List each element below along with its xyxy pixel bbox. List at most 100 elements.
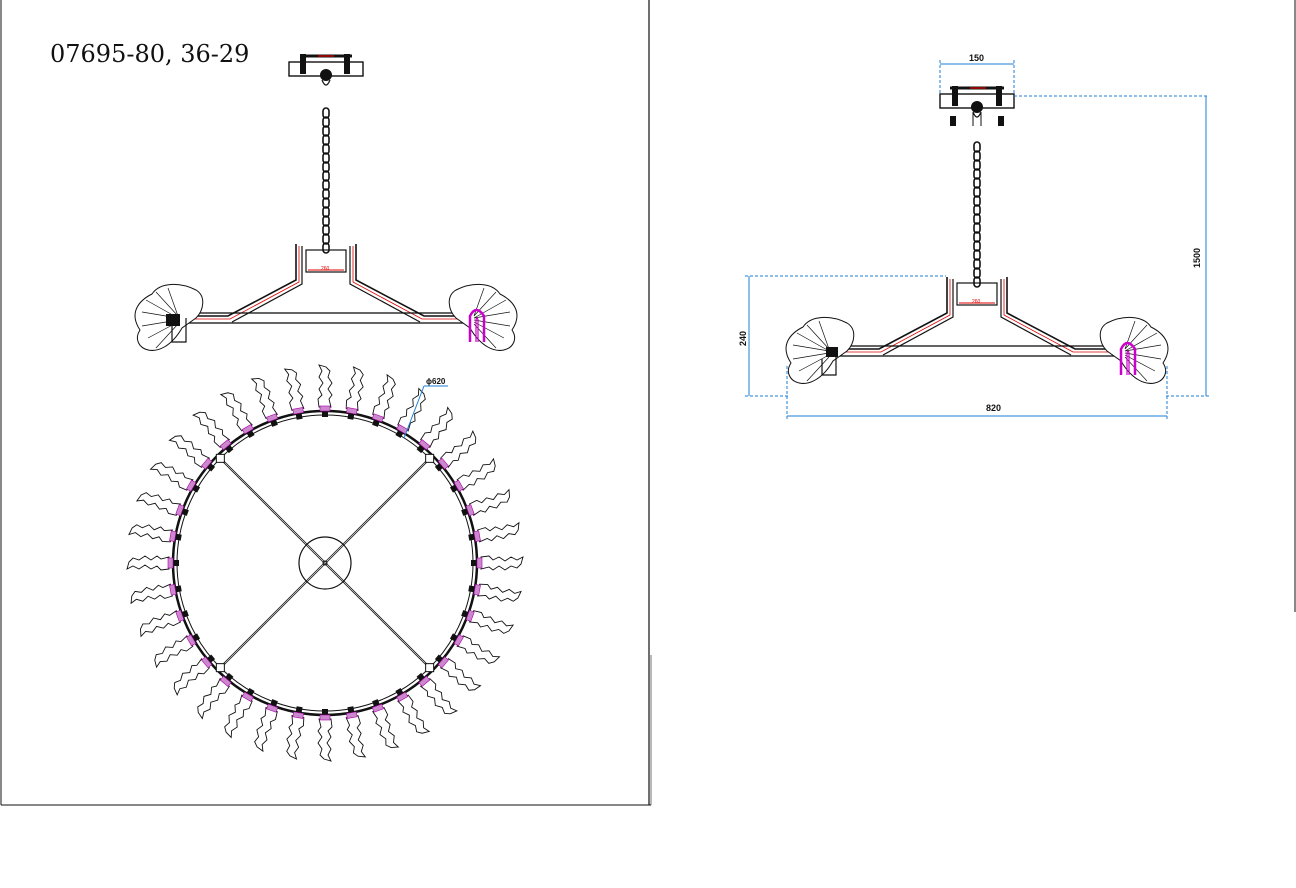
chain-link <box>322 179 330 191</box>
leaf-left <box>785 317 855 384</box>
dimension-lines <box>745 60 1210 420</box>
center-bracket <box>305 249 347 273</box>
chain <box>322 107 330 254</box>
chain-link <box>973 249 981 261</box>
chain-link <box>973 195 981 207</box>
chain-link <box>322 197 330 209</box>
crystal-drop <box>173 654 216 696</box>
chain-link <box>322 134 330 146</box>
diameter-label: ϕ620 <box>426 377 446 386</box>
crystal-drop <box>434 654 482 691</box>
height-total-label: 1500 <box>1192 248 1202 268</box>
spokes <box>215 453 435 673</box>
crystal-drop <box>371 699 400 748</box>
chain-link <box>322 224 330 236</box>
crystal-drop <box>317 364 333 417</box>
crystal-drop <box>345 706 367 758</box>
chain-link <box>973 141 981 153</box>
top-view: ϕ620 <box>126 364 524 762</box>
chain-link <box>973 240 981 252</box>
spoke-bracket <box>425 663 435 673</box>
crystal-drop <box>371 373 396 427</box>
front-view-right: 260 <box>738 53 1210 420</box>
hook-icon <box>320 69 332 81</box>
chain-link <box>322 161 330 173</box>
chain-link <box>322 206 330 218</box>
crystal-drop <box>126 555 179 571</box>
model-code: 07695-80, 36-29 <box>50 40 249 68</box>
chain-link <box>973 258 981 270</box>
spoke-bracket <box>425 453 435 463</box>
crystal-drop <box>283 368 305 420</box>
crystal-drop <box>461 488 510 517</box>
crystal-drop <box>468 521 520 543</box>
chain-link <box>973 186 981 198</box>
crystal-drop <box>416 406 453 454</box>
crystal-drop <box>395 687 431 734</box>
chain <box>973 141 981 288</box>
crystal-drop <box>468 583 522 602</box>
canopy-bolt <box>344 54 350 74</box>
bracket-label: 260 <box>972 299 981 305</box>
crystal-drop <box>471 555 524 571</box>
chain-link <box>973 177 981 189</box>
chain-link <box>973 231 981 243</box>
leaf-right <box>1099 317 1169 384</box>
crystal-drops <box>126 364 524 762</box>
sheet-frames <box>0 0 1296 806</box>
chain-link <box>322 143 330 155</box>
chain-link <box>973 276 981 288</box>
spoke-bracket <box>215 663 225 673</box>
chain-link <box>322 233 330 245</box>
chain-link <box>973 159 981 171</box>
crystal-drop <box>416 672 458 715</box>
crystal-drop <box>461 609 515 634</box>
canopy-bolt <box>300 54 306 74</box>
crystal-drop <box>135 492 189 517</box>
crystal-drop <box>168 435 216 472</box>
center-hub <box>298 536 352 590</box>
crystal-drop <box>128 524 182 543</box>
bracket-label: 260 <box>321 266 330 272</box>
horizontal-rail <box>179 312 473 324</box>
chain-link <box>973 150 981 162</box>
leaf-left <box>134 284 204 351</box>
chain-link <box>322 107 330 119</box>
crystal-drop <box>219 392 255 439</box>
width-total-label: 820 <box>986 403 1001 413</box>
chain-link <box>973 222 981 234</box>
chain-link <box>322 188 330 200</box>
crystal-drop <box>154 633 201 669</box>
front-view-left: 260 <box>134 54 518 351</box>
crystal-drop <box>449 457 496 493</box>
crystal-drop <box>197 672 234 720</box>
leaf-right <box>448 284 518 351</box>
chain-link <box>973 168 981 180</box>
height-body-label: 240 <box>738 331 748 346</box>
chain-link <box>322 125 330 137</box>
crystal-drop <box>449 633 501 664</box>
crystal-drop <box>317 709 333 762</box>
crystal-drop <box>254 699 279 753</box>
crystal-drop <box>286 706 305 760</box>
spoke-bracket <box>215 453 225 463</box>
crystal-drop <box>250 378 279 427</box>
crystal-drop <box>192 411 234 454</box>
hook-icon <box>971 101 983 113</box>
crystal-drop <box>345 366 364 420</box>
crystal-drop <box>140 609 189 638</box>
chain-link <box>322 116 330 128</box>
crystal-drop <box>395 387 426 439</box>
chain-link <box>322 152 330 164</box>
crystal-drop <box>224 687 255 739</box>
chain-link <box>973 204 981 216</box>
chain-link <box>322 242 330 254</box>
crystal-drop <box>149 462 201 493</box>
center-bracket <box>956 282 998 306</box>
chain-link <box>973 267 981 279</box>
chain-link <box>322 215 330 227</box>
width-canopy-label: 150 <box>969 53 984 63</box>
chain-link <box>973 213 981 225</box>
crystal-drop <box>130 583 182 605</box>
